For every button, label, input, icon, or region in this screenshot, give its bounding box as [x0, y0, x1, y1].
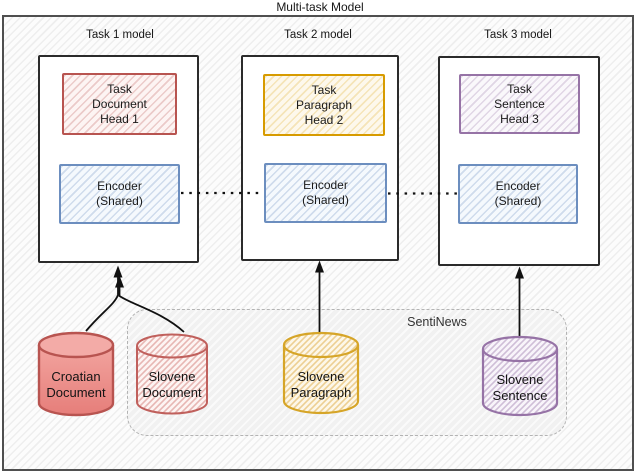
croatian-document-label: Croatian Document — [46, 369, 106, 400]
task1-model-label: Task 1 model — [86, 29, 154, 41]
task-paragraph-head2-node: Task Paragraph Head 2 — [263, 74, 385, 136]
slovene-document-label: Slovene Document — [142, 369, 202, 400]
slovene-paragraph-label: Slovene Paragraph — [290, 369, 352, 400]
diagram-title: Multi-task Model — [276, 0, 364, 14]
slovene-sentence-label: Slovene Sentence — [492, 372, 548, 403]
sentinews-label: SentiNews — [407, 315, 467, 329]
task3-model-label: Task 3 model — [484, 29, 552, 41]
task-sentence-head3-node: Task Sentence Head 3 — [459, 74, 580, 134]
task-document-head1-node: Task Document Head 1 — [62, 73, 177, 135]
encoder-shared-node-2: Encoder (Shared) — [264, 163, 387, 223]
encoder-shared-node-1: Encoder (Shared) — [59, 164, 180, 224]
encoder-shared-node-3: Encoder (Shared) — [458, 164, 578, 224]
task2-model-label: Task 2 model — [284, 29, 352, 41]
